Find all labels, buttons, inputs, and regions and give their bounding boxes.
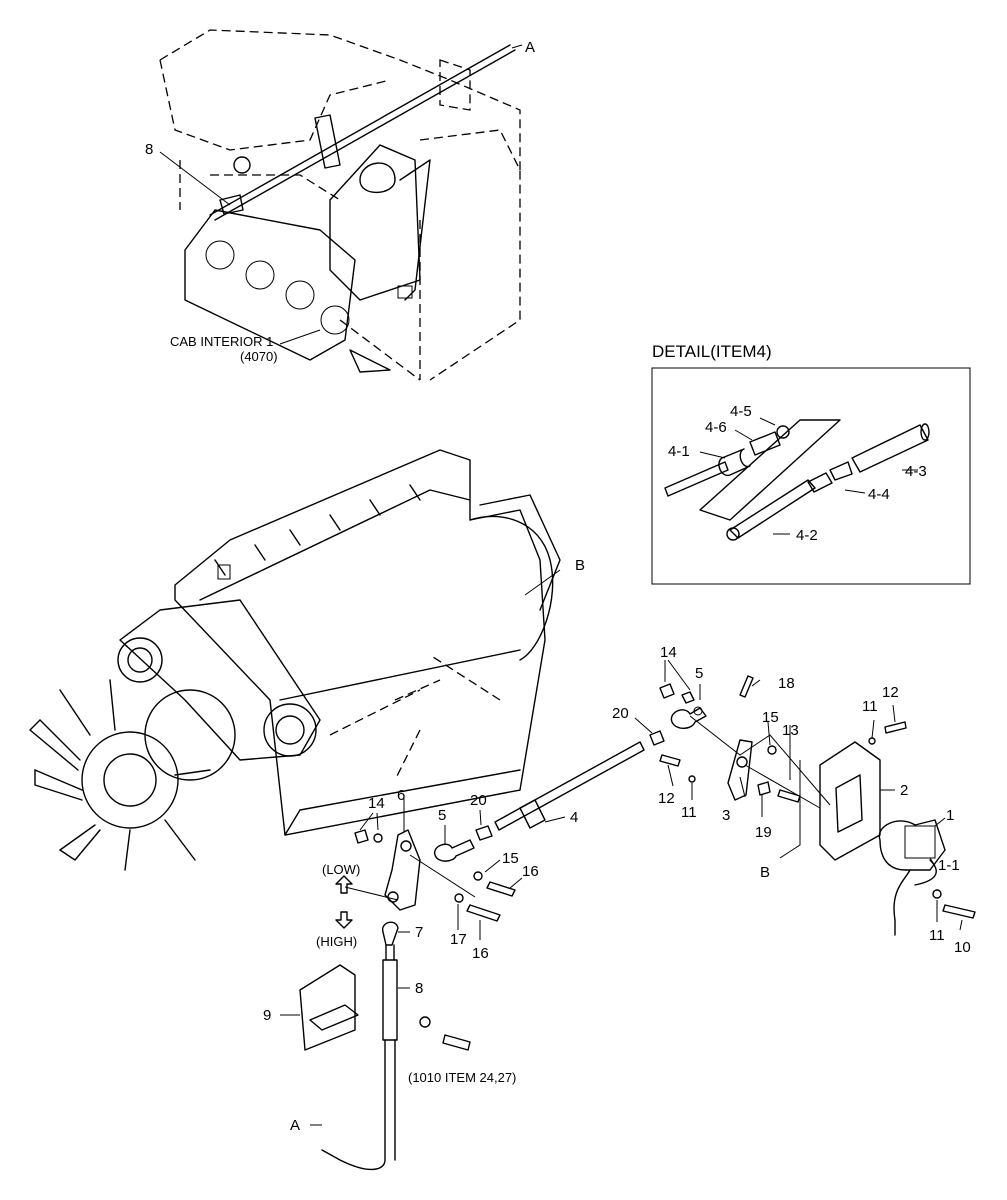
- part-13: 13: [782, 722, 799, 739]
- part-8-cab: 8: [145, 141, 153, 158]
- detail-title: DETAIL(ITEM4): [652, 342, 772, 361]
- part-2: 2: [900, 782, 908, 799]
- detail-box: [651, 367, 971, 585]
- part-16-b: 16: [472, 945, 489, 962]
- label-low: (LOW): [322, 862, 360, 877]
- part-4: 4: [570, 809, 578, 826]
- part-14-upper: 14: [660, 644, 677, 661]
- part-20-upper: 20: [612, 705, 629, 722]
- ref-b-bracket: B: [760, 864, 770, 881]
- detail-4-1: 4-1: [668, 443, 690, 460]
- part-11-mid: 11: [681, 804, 697, 821]
- detail-4-2: 4-2: [796, 527, 818, 544]
- callouts: [280, 659, 963, 1016]
- ref-b-engine: B: [575, 557, 585, 574]
- part-11-lower: 11: [929, 927, 945, 944]
- part-1: 1: [946, 807, 954, 824]
- part-8-cable: 8: [415, 980, 423, 997]
- cab-interior-illustration: [159, 29, 521, 381]
- part-16-a: 16: [522, 863, 539, 880]
- part-15-upper: 15: [762, 709, 779, 726]
- part-3: 3: [722, 807, 730, 824]
- part-9: 9: [263, 1007, 271, 1024]
- part-5-lower: 5: [438, 807, 446, 824]
- part-20-lower: 20: [470, 792, 487, 809]
- part-12-mid: 12: [658, 790, 675, 807]
- linkage-illustration: [299, 675, 831, 1171]
- part-12-bracket: 12: [882, 684, 899, 701]
- actuator-illustration: [819, 721, 976, 936]
- engine-illustration: [29, 449, 561, 871]
- part-14-lower: 14: [368, 795, 385, 812]
- cab-interior-label: CAB INTERIOR 1: [170, 334, 273, 349]
- part-6: 6: [397, 787, 405, 804]
- detail-4-6: 4-6: [705, 419, 727, 436]
- part-19: 19: [755, 824, 772, 841]
- detail-4-4: 4-4: [868, 486, 890, 503]
- part-7: 7: [415, 924, 423, 941]
- part-11-bracket: 11: [862, 698, 878, 715]
- part-17: 17: [450, 931, 467, 948]
- part-18: 18: [778, 675, 795, 692]
- part-1-1: 1-1: [938, 857, 960, 874]
- direction-arrows: [335, 875, 353, 929]
- item-1010-reference: (1010 ITEM 24,27): [408, 1070, 516, 1085]
- label-high: (HIGH): [316, 934, 357, 949]
- part-15-lower: 15: [502, 850, 519, 867]
- cab-interior-ref: (4070): [240, 349, 278, 364]
- part-5-upper: 5: [695, 665, 703, 682]
- detail-4-3: 4-3: [905, 463, 927, 480]
- detail-item4-illustration: [664, 419, 930, 541]
- ref-a-bottom: A: [290, 1117, 300, 1134]
- detail-4-5: 4-5: [730, 403, 752, 420]
- part-10: 10: [954, 939, 971, 956]
- ref-a-top: A: [525, 39, 535, 56]
